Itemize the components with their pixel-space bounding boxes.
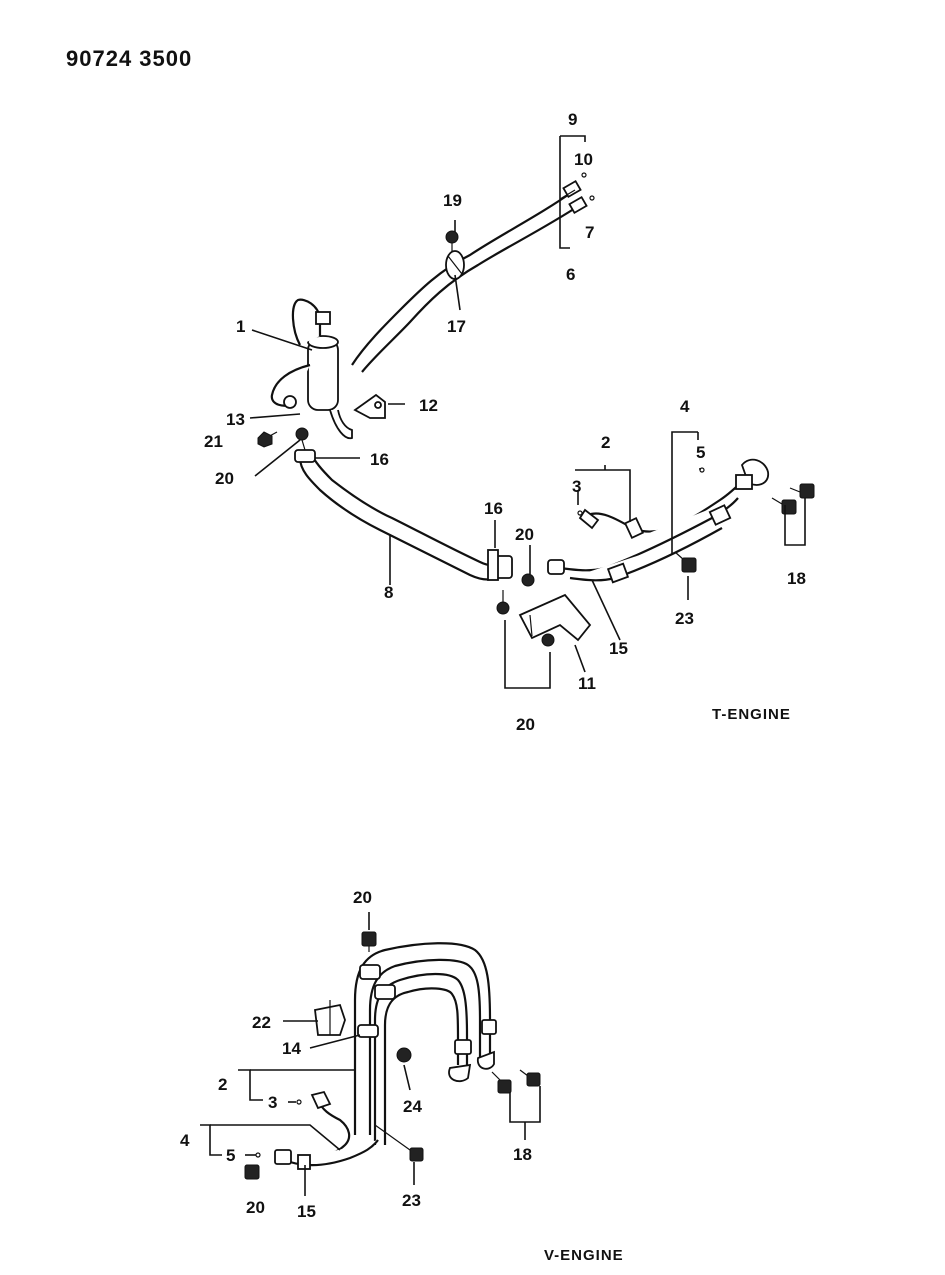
v-bolt-23 <box>374 1124 424 1162</box>
diagram-reference-number: 90724 3500 <box>66 46 193 71</box>
t-engine-caption: T-ENGINE <box>712 706 791 723</box>
v-engine-caption: V-ENGINE <box>544 1247 624 1264</box>
v-callout-4: 4 <box>180 1131 190 1150</box>
v-callout-23: 23 <box>402 1191 421 1210</box>
callout-9: 9 <box>568 110 577 129</box>
bracket-11 <box>518 593 592 642</box>
callout-7: 7 <box>585 223 594 242</box>
v-bolts-18 <box>491 1069 541 1094</box>
clamp-16-lower <box>487 549 499 581</box>
v-callout-14: 14 <box>282 1039 301 1058</box>
bolt-21 <box>257 431 278 448</box>
v-nut-20-bottom <box>244 1164 260 1180</box>
v-clamp-14 <box>357 1024 379 1038</box>
callout-11: 11 <box>578 674 596 693</box>
t-engine-assembly: 9 10 7 6 19 17 1 12 13 21 16 20 8 16 20 … <box>204 110 815 734</box>
bolt-23-t <box>674 551 697 573</box>
receiver-drier-1 <box>270 298 353 440</box>
callout-23-t: 23 <box>675 609 694 628</box>
callout-17: 17 <box>447 317 466 336</box>
v-compressor-fittings <box>448 1050 495 1082</box>
callout-12: 12 <box>419 396 438 415</box>
v-engine-assembly: 20 22 14 24 2 3 4 5 20 15 23 18 <box>180 888 541 1221</box>
v-callout-18: 18 <box>513 1145 532 1164</box>
bracket-12 <box>353 393 386 419</box>
o-ring-7 <box>589 195 595 201</box>
v-callout-3: 3 <box>268 1093 277 1112</box>
callout-10: 10 <box>574 150 593 169</box>
receiver-hose-assembly <box>351 179 588 373</box>
callout-20-mid: 20 <box>515 525 534 544</box>
v-callout-20-bottom: 20 <box>246 1198 265 1217</box>
v-bracket-22 <box>314 1000 346 1036</box>
bolt-19 <box>445 230 459 252</box>
compressor-fittings <box>735 458 769 490</box>
callout-16-lower: 16 <box>484 499 503 518</box>
suction-line-8 <box>294 449 513 581</box>
o-ring-5-t <box>699 467 705 473</box>
nut-20-lower <box>496 590 510 615</box>
v-o-ring-5 <box>255 1152 261 1158</box>
callout-13: 13 <box>226 410 245 429</box>
callout-20-upper: 20 <box>215 469 234 488</box>
callout-8: 8 <box>384 583 393 602</box>
callout-19: 19 <box>443 191 462 210</box>
callout-5-t: 5 <box>696 443 705 462</box>
callout-3-t: 3 <box>572 477 581 496</box>
v-nut-20-top <box>361 931 377 952</box>
hose-clamp-17 <box>445 250 465 280</box>
v-callout-20-top: 20 <box>353 888 372 907</box>
callout-20-lower: 20 <box>516 715 535 734</box>
discharge-hose-4 <box>547 497 739 584</box>
bolts-18 <box>771 483 815 515</box>
v-callout-lines <box>200 912 541 1196</box>
v-callout-24: 24 <box>403 1097 422 1116</box>
callout-4-t: 4 <box>680 397 690 416</box>
callout-15-t: 15 <box>609 639 628 658</box>
nut-20-upper <box>295 427 309 451</box>
v-callout-2: 2 <box>218 1075 227 1094</box>
o-ring-3-t <box>577 510 583 516</box>
callout-16-upper: 16 <box>370 450 389 469</box>
o-ring-10 <box>581 172 587 178</box>
callout-1: 1 <box>236 317 245 336</box>
v-callout-22: 22 <box>252 1013 271 1032</box>
bolt-20-bracket <box>521 573 555 647</box>
callout-21: 21 <box>204 432 223 451</box>
callout-2-t: 2 <box>601 433 610 452</box>
v-o-ring-3 <box>296 1099 302 1105</box>
callout-18-t: 18 <box>787 569 806 588</box>
v-liquid-line <box>274 1090 379 1170</box>
v-suction-hose <box>373 972 472 1145</box>
v-callout-15: 15 <box>297 1202 316 1221</box>
v-callout-5: 5 <box>226 1146 235 1165</box>
callout-6: 6 <box>566 265 575 284</box>
t-callout-lines <box>249 135 806 689</box>
v-nut-24 <box>396 1047 412 1063</box>
